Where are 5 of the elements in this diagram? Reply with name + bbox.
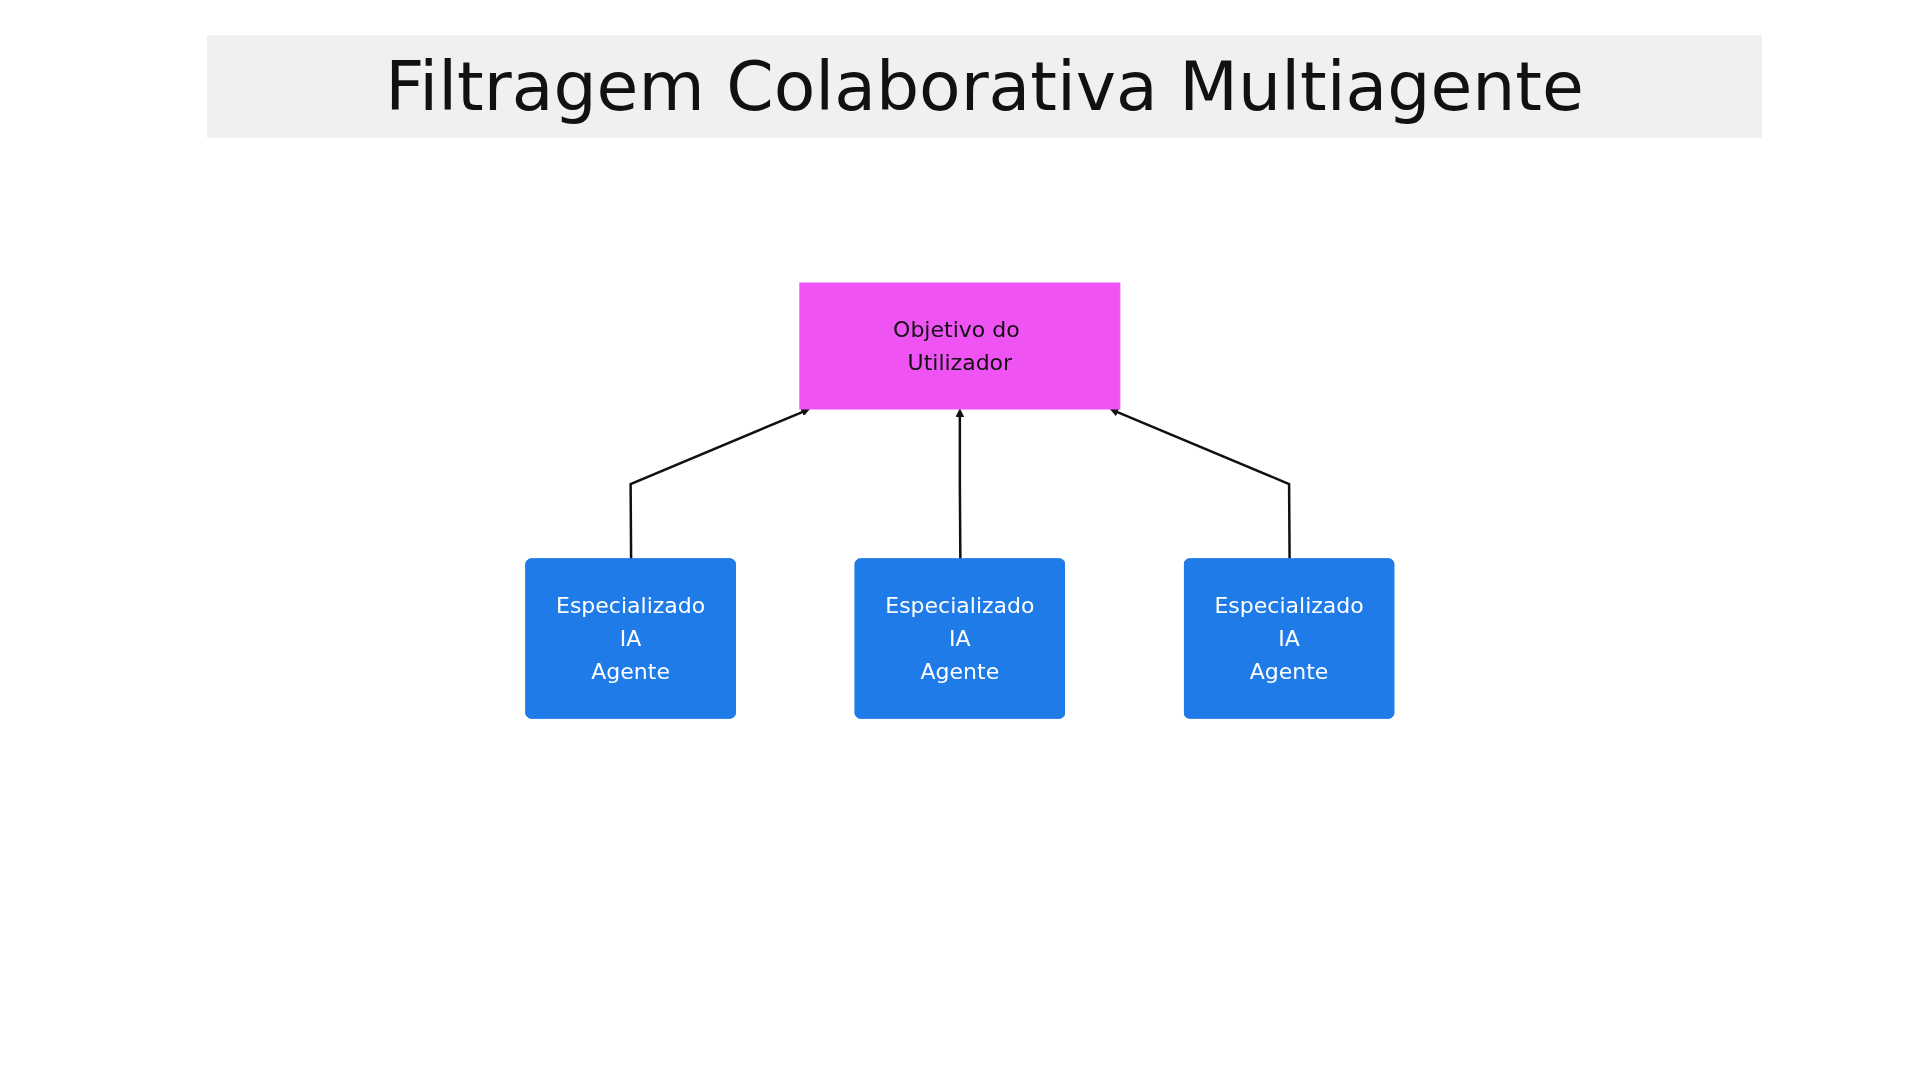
arrow	[629, 407, 811, 559]
title: Filtragem Colaborativa Multiagente	[207, 35, 1762, 138]
arrow	[955, 408, 965, 559]
arrow	[1109, 407, 1291, 559]
node-box: Objetivo do Utilizador	[799, 282, 1121, 409]
